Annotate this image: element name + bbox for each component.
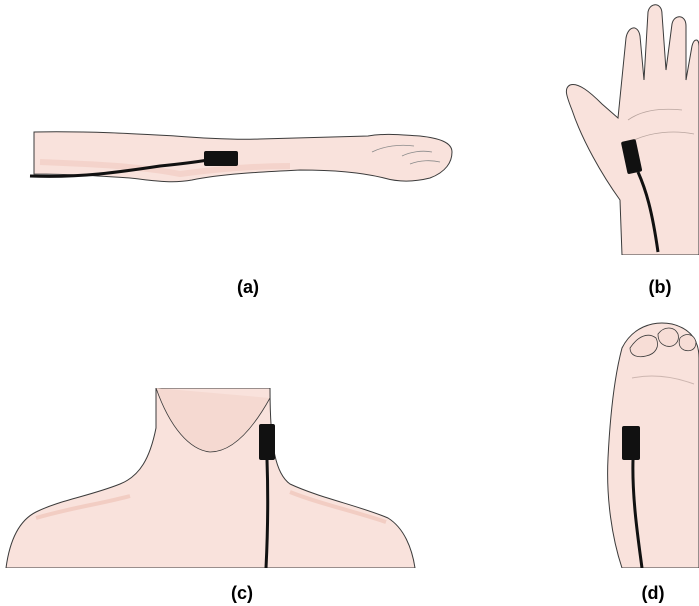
forearm-illustration xyxy=(0,100,470,210)
hand-illustration xyxy=(562,0,699,255)
panel-c-neck xyxy=(0,388,420,568)
foot-sole-shape xyxy=(608,323,699,568)
caption-d: (d) xyxy=(623,583,683,604)
foot-illustration xyxy=(602,318,699,568)
sensor-d xyxy=(622,426,640,460)
sensor-c xyxy=(259,424,275,460)
caption-b: (b) xyxy=(630,277,690,298)
neck-illustration xyxy=(0,388,420,568)
sensor-a xyxy=(204,151,238,166)
sensor-cable-c xyxy=(266,460,268,568)
panel-d-foot xyxy=(602,318,699,568)
panel-a-forearm xyxy=(0,100,470,210)
palm-shape xyxy=(566,5,699,255)
panel-b-hand xyxy=(562,0,699,255)
caption-c: (c) xyxy=(212,583,272,604)
caption-a: (a) xyxy=(218,277,278,298)
